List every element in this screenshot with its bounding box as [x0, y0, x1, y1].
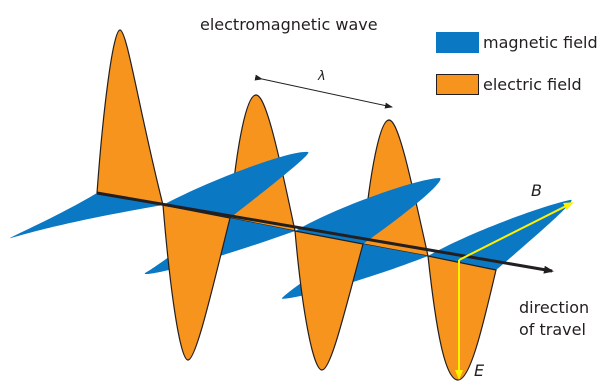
diagram-title: electromagnetic wave — [200, 15, 378, 34]
legend-electric-label: electric field — [483, 75, 582, 94]
magnetic-lobe-2 — [163, 151, 309, 218]
electric-lobe-2 — [162, 204, 231, 361]
legend-magnetic-field: magnetic field — [436, 32, 598, 53]
propagation-axis — [96, 191, 554, 274]
electric-field-front — [162, 204, 497, 381]
direction-line-2: of travel — [519, 320, 586, 339]
legend-magnetic-label: magnetic field — [483, 33, 598, 52]
wavelength-arrow — [254, 74, 393, 109]
electric-field-swatch — [436, 74, 479, 95]
b-field-vector — [458, 202, 574, 261]
magnetic-lobe-4 — [295, 178, 441, 244]
electric-lobe-1 — [96, 29, 164, 206]
electric-lobe-6 — [427, 255, 497, 381]
magnetic-field-swatch — [436, 32, 479, 53]
electric-lobe-4 — [294, 230, 364, 371]
magnetic-lobe-1 — [9, 193, 163, 239]
b-field-label: B — [531, 181, 542, 200]
magnetic-lobe-6 — [428, 199, 572, 270]
direction-of-travel-label: direction of travel — [519, 297, 589, 341]
e-field-label: E — [474, 361, 485, 380]
direction-line-1: direction — [519, 298, 590, 317]
wavelength-label: λ — [318, 69, 326, 84]
legend-electric-field: electric field — [436, 74, 582, 95]
